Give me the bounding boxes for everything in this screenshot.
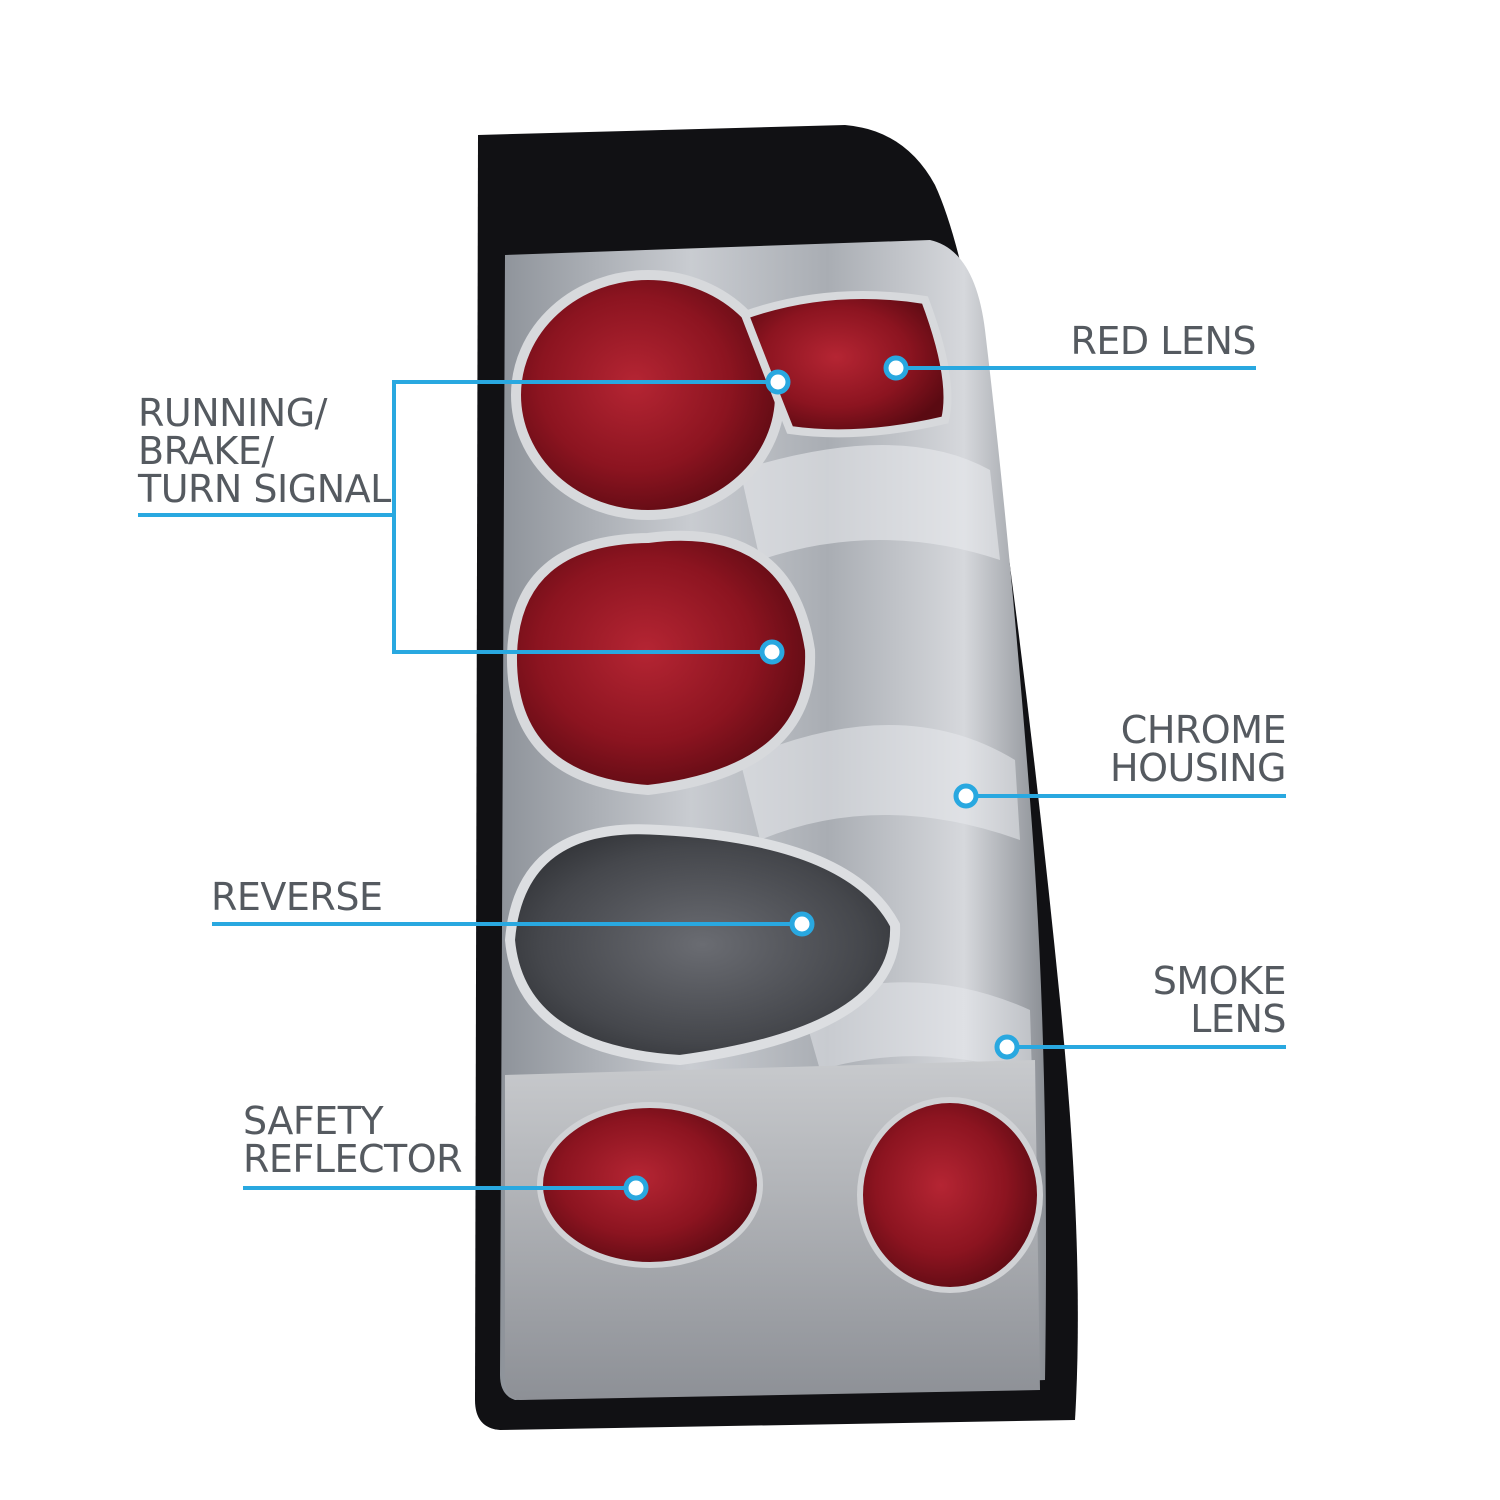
label-smoke-lens: SMOKE LENS (1030, 959, 1287, 1041)
dot-running-upper (765, 369, 791, 395)
label-line: HOUSING (1110, 746, 1287, 790)
chrome-highlight (740, 445, 1000, 560)
reverse-lens (504, 824, 901, 1066)
label-line: RED LENS (1070, 319, 1257, 363)
label-line: REFLECTOR (243, 1137, 463, 1181)
running-lens-upper (511, 270, 785, 520)
label-line: REVERSE (211, 875, 383, 919)
label-line: BRAKE/ (138, 429, 274, 473)
callout-running-brake-turn-lower (392, 515, 772, 654)
label-line: SMOKE (1152, 959, 1287, 1003)
label-line: LENS (1190, 997, 1286, 1041)
label-line: TURN SIGNAL (138, 467, 391, 511)
label-line: SAFETY (243, 1099, 384, 1143)
dot-running-lower (759, 639, 785, 665)
dot-red-lens (883, 355, 909, 381)
dot-chrome-housing (953, 783, 979, 809)
dot-reverse (789, 911, 815, 937)
callout-lines (138, 366, 1286, 1190)
safety-reflector-left (537, 1102, 763, 1268)
chrome-highlight (740, 725, 1020, 840)
label-reverse: REVERSE (211, 875, 383, 919)
callout-running-brake-turn (138, 380, 778, 517)
label-line: CHROME (1120, 708, 1287, 752)
callout-dots (623, 355, 1020, 1201)
label-running-brake-turn: RUNNING/ BRAKE/ TURN SIGNAL (138, 394, 391, 508)
label-safety-reflector: SAFETY REFLECTOR (243, 1099, 463, 1181)
safety-reflector-right (857, 1097, 1043, 1293)
red-lens-extension (739, 291, 952, 438)
dot-safety-reflector (623, 1175, 649, 1201)
running-lens-lower (506, 530, 816, 796)
label-red-lens: RED LENS (1000, 319, 1257, 363)
label-chrome-housing: CHROME HOUSING (1030, 708, 1287, 790)
label-line: RUNNING/ (138, 391, 327, 435)
dot-smoke-lens (994, 1034, 1020, 1060)
